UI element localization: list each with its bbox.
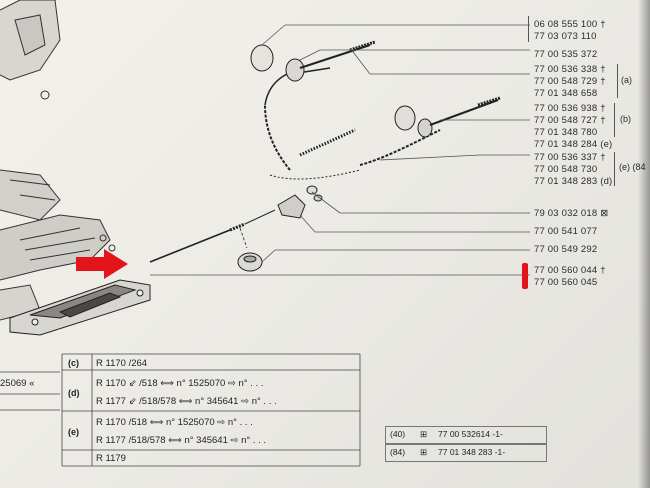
part-number: 77 00 560 045: [534, 277, 598, 288]
part-number: 77 00 536 938 †: [534, 103, 606, 114]
group-label-e: (e) (84: [619, 162, 646, 172]
table-code: (d): [68, 388, 80, 398]
body-frame-drawing: [0, 0, 116, 321]
part-number: 77 01 348 780: [534, 127, 598, 138]
ref-row: (40) ⊞ 77 00 532614 -1-: [385, 426, 547, 444]
table-grid: [0, 353, 361, 467]
bracket-line: [617, 64, 618, 98]
left-fragment: 25069 «: [0, 378, 35, 389]
part-number: 06 08 555 100 †: [534, 19, 606, 30]
table-row: R 1179: [62, 451, 360, 467]
part-number: 77 00 541 077: [534, 226, 598, 237]
part-number: 77 00 560 044 †: [534, 265, 606, 276]
table-row: R 1177 /518/578 ⟺ n° 345641 ⇨ n° . . .: [62, 433, 360, 449]
part-number: 77 00 536 338 †: [534, 64, 606, 75]
table-text: R 1170 /518 ⟺ n° 1525070 ⇨ n° . . .: [96, 417, 253, 428]
part-number: 77 01 348 658: [534, 88, 598, 99]
table-text: R 1177 ⇙ /518/578 ⟺ n° 345641 ⇨ n° . . .: [96, 396, 277, 407]
part-number: 77 00 548 730: [534, 164, 598, 175]
leader-lines: [150, 24, 530, 276]
part-number: 77 00 548 727 †: [534, 115, 606, 126]
group-label-b: (b): [620, 114, 631, 124]
part-number: 77 00 536 337 †: [534, 152, 606, 163]
red-arrow-icon: [76, 249, 128, 279]
bracket-line: [528, 16, 529, 42]
group-label-a: (a): [621, 75, 632, 85]
bracket-line: [614, 152, 615, 186]
table-text: R 1170 ⇙ /518 ⟺ n° 1525070 ⇨ n° . . .: [96, 378, 264, 389]
table-row: (c) R 1170 /264: [62, 356, 360, 372]
part-number: 77 00 548 729 †: [534, 76, 606, 87]
table-code: (e): [68, 427, 79, 437]
table-row: R 1177 ⇙ /518/578 ⟺ n° 345641 ⇨ n° . . .: [62, 394, 360, 410]
table-text: R 1179: [96, 453, 126, 464]
table-code: (c): [68, 358, 79, 368]
part-number: 77 00 535 372: [534, 49, 598, 60]
handbrake-lever-drawing: [9, 279, 151, 336]
bracket-line: [614, 103, 615, 137]
part-number: 77 03 073 110: [534, 31, 597, 42]
part-number: 77 01 348 283 (d): [534, 176, 613, 187]
table-text: R 1170 /264: [96, 358, 148, 369]
page-edge-shadow: [638, 0, 650, 488]
ref-row: (84) ⊞ 77 01 348 283 -1-: [385, 444, 547, 462]
highlight-bar: [522, 263, 528, 289]
table-row: (e) R 1170 /518 ⟺ n° 1525070 ⇨ n° . . .: [62, 415, 360, 437]
part-number: 79 03 032 018 ⊠: [534, 208, 609, 219]
table-text: R 1177 /518/578 ⟺ n° 345641 ⇨ n° . . .: [96, 435, 267, 446]
brake-cable-drawing: [149, 40, 501, 272]
part-number: 77 00 549 292: [534, 244, 598, 255]
part-number: 77 01 348 284 (e): [534, 139, 613, 150]
table-row: (d) R 1170 ⇙ /518 ⟺ n° 1525070 ⇨ n° . . …: [62, 376, 360, 398]
